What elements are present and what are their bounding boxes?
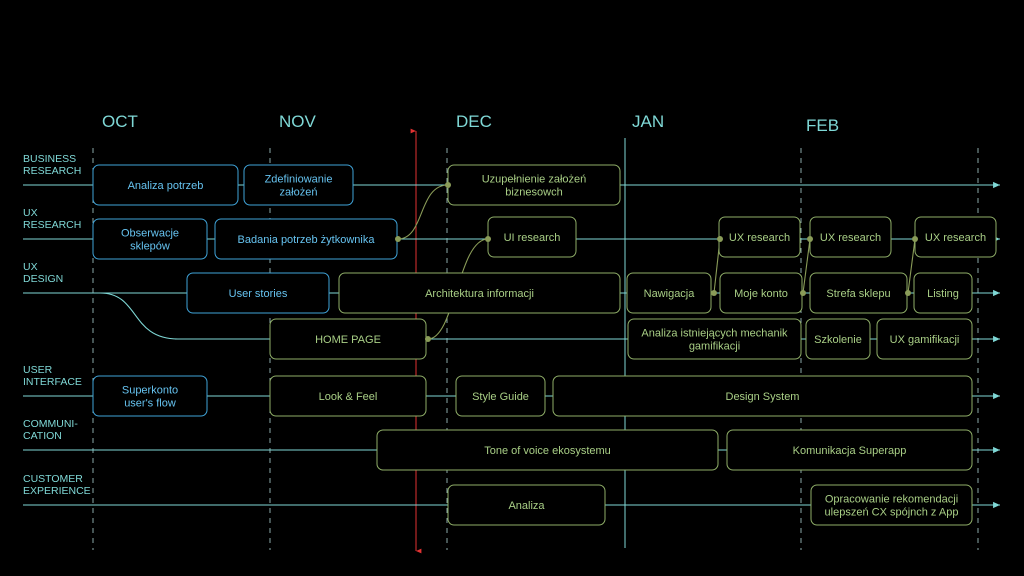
month-label-oct: OCT [102,112,138,131]
task-box[interactable] [186,272,330,314]
lane-label: BUSINESS [23,153,76,165]
task-label: Analiza [508,500,545,512]
task-box[interactable] [338,272,621,314]
task-label: user's flow [124,398,176,410]
connector-dot [905,290,911,296]
task-box[interactable] [447,484,606,526]
lane-label: DESIGN [23,273,63,285]
dependency-link [802,238,811,294]
dependency-link [397,184,449,240]
lane-label: CATION [23,430,62,442]
task-label: sklepów [130,241,170,253]
connector-dot [912,236,918,242]
lane-label: INTERFACE [23,376,82,388]
task-label: UX research [729,232,790,244]
task-label: UX research [820,232,881,244]
task-label: Uzupełnienie założeń [482,174,587,186]
task-label: Badania potrzeb żytkownika [238,234,376,246]
task-label: ulepszeń CX spójnch z App [825,507,959,519]
task-box[interactable] [455,375,546,417]
task-label: Obserwacje [121,228,179,240]
task-box[interactable] [805,318,871,360]
task-label: Superkonto [122,385,178,397]
connector-dot [395,236,401,242]
task-box[interactable] [92,164,239,206]
task-label: Zdefiniowanie [265,174,333,186]
task-label: Nawigacja [644,288,696,300]
task-label: Komunikacja Superapp [793,445,907,457]
task-box[interactable] [92,375,208,417]
task-label: Tone of voice ekosystemu [484,445,611,457]
connector-dot [485,236,491,242]
connector-dot [807,236,813,242]
task-label: założeń [280,187,318,199]
connector-dot [425,336,431,342]
task-label: biznesowch [505,187,562,199]
month-label-jan: JAN [632,112,664,131]
task-box[interactable] [243,164,354,206]
task-label: UI research [504,232,561,244]
task-box[interactable] [726,429,973,471]
task-label: Design System [726,391,800,403]
task-label: Architektura informacji [425,288,534,300]
task-label: Opracowanie rekomendacji [825,494,958,506]
lane-label: USER [23,364,53,376]
connector-dot [711,290,717,296]
task-box[interactable] [269,375,427,417]
task-box[interactable] [810,484,973,526]
lane-label: COMMUNI- [23,418,78,430]
task-box[interactable] [376,429,719,471]
lane-label: UX [23,207,38,219]
month-label-feb: FEB [806,116,839,135]
month-label-nov: NOV [279,112,317,131]
dependency-link [907,238,916,294]
lane-label: RESEARCH [23,165,81,177]
task-label: Strefa sklepu [826,288,890,300]
task-label: HOME PAGE [315,334,381,346]
task-label: UX gamifikacji [890,334,960,346]
lane-label: EXPERIENCE [23,485,91,497]
task-label: Look & Feel [319,391,378,403]
task-label: Listing [927,288,959,300]
connector-dot [445,182,451,188]
task-box[interactable] [552,375,973,417]
task-label: Moje konto [734,288,788,300]
task-label: Analiza potrzeb [128,180,204,192]
month-label-dec: DEC [456,112,492,131]
task-box[interactable] [876,318,973,360]
task-label: UX research [925,232,986,244]
task-label: User stories [229,288,288,300]
lane-split-curve [99,292,179,340]
task-box[interactable] [913,272,973,314]
task-label: Analiza istniejących mechanik [641,328,788,340]
connector-dot [800,290,806,296]
connector-dot [717,236,723,242]
task-label: Style Guide [472,391,529,403]
task-label: Szkolenie [814,334,862,346]
lane-label: UX [23,261,38,273]
task-label: gamifikacji [689,341,740,353]
task-box[interactable] [92,218,208,260]
lane-label: CUSTOMER [23,473,83,485]
lane-label: RESEARCH [23,219,81,231]
task-box[interactable] [627,318,802,360]
